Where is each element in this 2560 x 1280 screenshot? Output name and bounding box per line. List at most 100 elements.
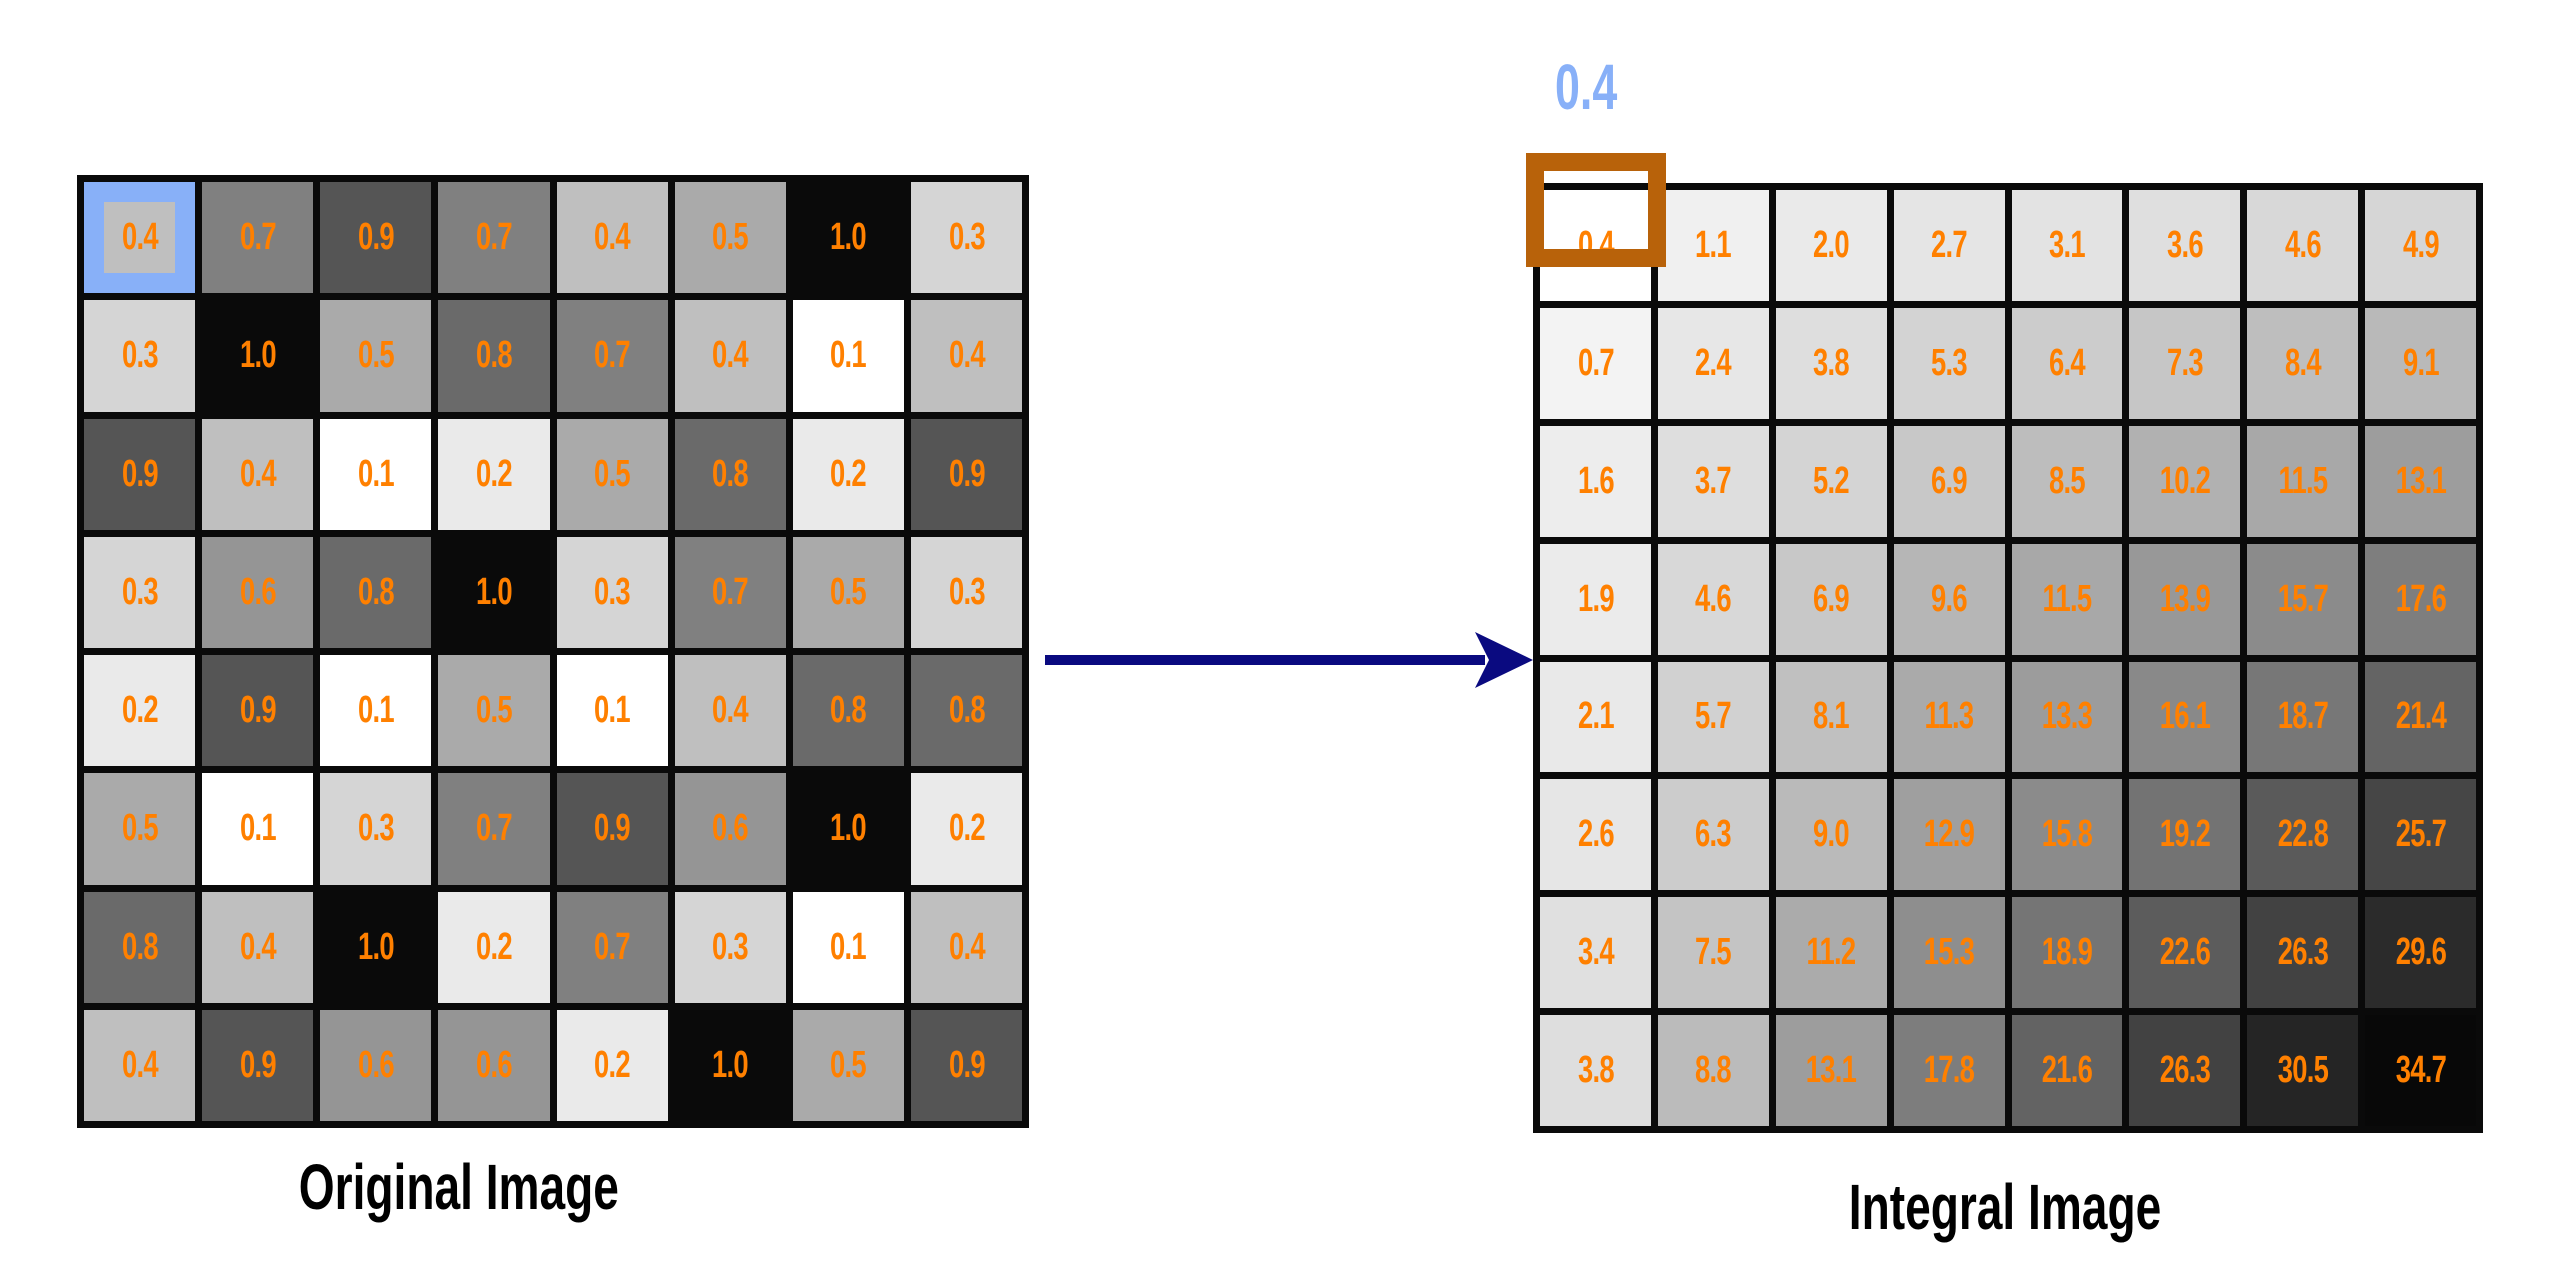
cell-value: 0.5: [830, 1043, 867, 1086]
original-cell-r5-c2: 0.9: [202, 655, 314, 767]
cell-value: 0.3: [948, 570, 985, 613]
cell-value: 13.9: [2159, 577, 2211, 620]
integral-cell-r2-c1: 0.7: [1540, 307, 1651, 419]
original-cell-r1-c4: 0.7: [438, 182, 550, 294]
integral-cell-r4-c3: 6.9: [1775, 543, 1887, 655]
cell-value: 0.1: [357, 689, 395, 732]
cell-value: 0.9: [121, 452, 159, 495]
cell-value: 21.6: [2041, 1049, 2093, 1092]
cell-value: 17.8: [1923, 1049, 1975, 1092]
cell-value: 8.8: [1695, 1049, 1732, 1092]
cell-value: 4.9: [2402, 223, 2440, 266]
original-cell-r6-c8: 0.2: [910, 773, 1022, 885]
cell-value: 0.7: [475, 216, 513, 259]
cell-value: 19.2: [2159, 813, 2211, 856]
cell-value: 15.3: [1923, 931, 1975, 974]
cell-value: 0.2: [830, 452, 867, 495]
original-cell-r4-c2: 0.6: [202, 536, 314, 648]
integral-cell-r6-c5: 15.8: [2011, 779, 2123, 891]
integral-cell-r5-c6: 16.1: [2129, 661, 2241, 773]
original-cell-r4-c6: 0.7: [674, 536, 786, 648]
integral-cell-r5-c1: 2.1: [1540, 661, 1651, 773]
integral-cell-r4-c7: 15.7: [2247, 543, 2359, 655]
integral-cell-r2-c2: 2.4: [1657, 307, 1769, 419]
cell-value: 0.3: [121, 570, 159, 613]
arrow-right-icon: [1045, 632, 1533, 688]
cell-value: 18.7: [2277, 695, 2328, 738]
original-cell-r5-c8: 0.8: [910, 655, 1022, 767]
cell-value: 0.1: [594, 689, 631, 732]
original-cell-r1-c3: 0.9: [320, 182, 432, 294]
original-cell-r8-c8: 0.9: [910, 1009, 1022, 1121]
cell-value: 0.8: [830, 689, 867, 732]
integral-cell-r8-c2: 8.8: [1657, 1015, 1769, 1126]
cell-value: 4.6: [2284, 223, 2322, 266]
cell-value: 1.9: [1577, 577, 1614, 620]
original-cell-r1-c1: 0.4: [84, 182, 196, 294]
integral-cell-r6-c6: 19.2: [2129, 779, 2241, 891]
cell-value: 11.5: [2278, 459, 2328, 502]
integral-cell-r8-c4: 17.8: [1893, 1015, 2005, 1126]
cell-value: 11.3: [1924, 695, 1975, 738]
cell-value: 26.3: [2277, 931, 2328, 974]
cell-value: 30.5: [2277, 1049, 2328, 1092]
cell-value: 0.5: [712, 216, 749, 259]
original-cell-r7-c6: 0.3: [674, 891, 786, 1003]
integral-cell-r7-c5: 18.9: [2011, 897, 2123, 1009]
cell-value: 0.3: [712, 925, 749, 968]
cell-value: 18.9: [2041, 931, 2093, 974]
original-cell-r8-c6: 1.0: [674, 1009, 786, 1121]
original-cell-r1-c7: 1.0: [792, 182, 904, 294]
integral-cell-r5-c5: 13.3: [2011, 661, 2123, 773]
cell-value: 0.2: [594, 1043, 631, 1086]
original-image-caption: Original Image: [298, 1151, 619, 1223]
cell-value: 0.9: [239, 1043, 277, 1086]
original-cell-r4-c8: 0.3: [910, 536, 1022, 648]
cell-value: 1.0: [830, 216, 867, 259]
original-cell-r8-c5: 0.2: [556, 1009, 668, 1121]
integral-cell-r1-c2: 1.1: [1657, 190, 1769, 301]
cell-value: 0.6: [475, 1043, 513, 1086]
integral-cell-r4-c1: 1.9: [1540, 543, 1651, 655]
cell-value: 0.4: [239, 925, 277, 968]
original-cell-r3-c7: 0.2: [792, 418, 904, 530]
cell-value: 1.0: [830, 807, 867, 850]
cell-value: 0.9: [948, 452, 985, 495]
cell-value: 0.2: [121, 689, 159, 732]
integral-cell-r3-c3: 5.2: [1775, 425, 1887, 537]
cell-value: 11.2: [1806, 931, 1857, 974]
original-cell-r2-c3: 0.5: [320, 300, 432, 412]
integral-cell-r3-c2: 3.7: [1657, 425, 1769, 537]
original-cell-r8-c7: 0.5: [792, 1009, 904, 1121]
cell-value: 7.3: [2166, 341, 2204, 384]
original-cell-r5-c3: 0.1: [320, 655, 432, 767]
cell-value: 0.8: [475, 334, 513, 377]
integral-cell-r6-c4: 12.9: [1893, 779, 2005, 891]
original-cell-r8-c1: 0.4: [84, 1009, 196, 1121]
cell-value: 0.9: [357, 216, 395, 259]
cell-value: 3.8: [1577, 1049, 1614, 1092]
highlighted-value-label: 0.4: [1555, 51, 1618, 123]
integral-cell-r1-c4: 2.7: [1893, 190, 2005, 301]
original-cell-r6-c7: 1.0: [792, 773, 904, 885]
integral-cell-r3-c6: 10.2: [2129, 425, 2241, 537]
original-cell-r5-c6: 0.4: [674, 655, 786, 767]
original-cell-r7-c1: 0.8: [84, 891, 196, 1003]
original-cell-r7-c8: 0.4: [910, 891, 1022, 1003]
cell-value: 5.3: [1931, 341, 1968, 384]
integral-cell-r8-c6: 26.3: [2129, 1015, 2241, 1126]
original-cell-r1-c8: 0.3: [910, 182, 1022, 294]
cell-value: 10.2: [2159, 459, 2211, 502]
cell-value: 0.5: [357, 334, 395, 377]
cell-value: 0.4: [948, 925, 985, 968]
integral-cell-r5-c7: 18.7: [2247, 661, 2359, 773]
cell-value: 17.6: [2395, 577, 2446, 620]
cell-value: 0.3: [594, 570, 631, 613]
cell-value: 0.4: [1577, 223, 1614, 266]
cell-value: 0.7: [1577, 341, 1614, 384]
original-cell-r7-c7: 0.1: [792, 891, 904, 1003]
original-cell-r3-c2: 0.4: [202, 418, 314, 530]
original-cell-r5-c5: 0.1: [556, 655, 668, 767]
integral-cell-r6-c3: 9.0: [1775, 779, 1887, 891]
original-cell-r6-c2: 0.1: [202, 773, 314, 885]
